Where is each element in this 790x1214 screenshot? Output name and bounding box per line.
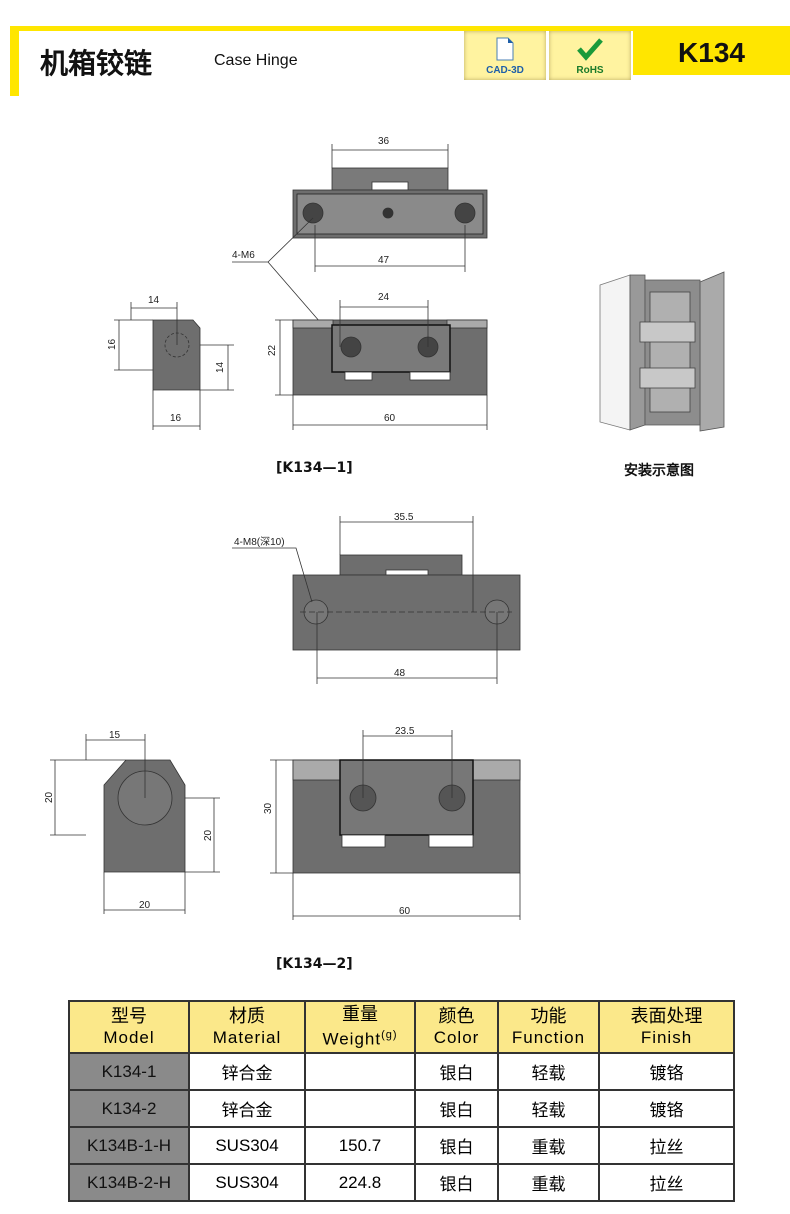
cell-function: 轻载 bbox=[497, 1089, 600, 1128]
title-en: Case Hinge bbox=[214, 52, 298, 69]
dim-label: 20 bbox=[203, 829, 214, 841]
drawing1-caption: [K134—1] bbox=[276, 460, 353, 476]
install-caption: 安装示意图 bbox=[624, 463, 694, 479]
dim-label: 14 bbox=[215, 361, 226, 373]
cell-material: 锌合金 bbox=[188, 1052, 306, 1091]
d1-top-inner bbox=[296, 193, 484, 235]
cell-weight bbox=[304, 1089, 416, 1128]
cell-color: 银白 bbox=[414, 1126, 499, 1165]
cell-material: 锌合金 bbox=[188, 1089, 306, 1128]
dim-label: 24 bbox=[378, 292, 390, 303]
rohs-badge[interactable]: RoHS bbox=[549, 31, 631, 80]
cell-model: K134-2 bbox=[68, 1089, 190, 1128]
cell-finish: 拉丝 bbox=[598, 1126, 735, 1165]
dim-label: 4-M8(深10) bbox=[234, 536, 285, 548]
cad-3d-label: CAD-3D bbox=[486, 65, 524, 76]
checkmark-icon bbox=[577, 38, 603, 61]
technical-drawings: 36 47 4-M6 24 22 60 14 16 14 16 35.5 4-M… bbox=[44, 136, 725, 920]
cell-model: K134B-2-H bbox=[68, 1163, 190, 1202]
cell-color: 银白 bbox=[414, 1089, 499, 1128]
cad-3d-badge[interactable]: CAD-3D bbox=[464, 31, 546, 80]
drawing2-caption: [K134—2] bbox=[276, 956, 353, 972]
product-code: K134 bbox=[633, 31, 790, 75]
cell-material: SUS304 bbox=[188, 1126, 306, 1165]
d2-top-body bbox=[292, 574, 521, 651]
cell-function: 重载 bbox=[497, 1126, 600, 1165]
dim-label: 23.5 bbox=[395, 726, 415, 737]
dim-label: 36 bbox=[378, 136, 390, 147]
cell-weight: 150.7 bbox=[304, 1126, 416, 1165]
cell-finish: 拉丝 bbox=[598, 1163, 735, 1202]
cell-finish: 镀铬 bbox=[598, 1089, 735, 1128]
cell-material: SUS304 bbox=[188, 1163, 306, 1202]
dim-label: 4-M6 bbox=[232, 250, 255, 261]
header-accent bbox=[10, 26, 19, 96]
dim-label: 30 bbox=[263, 802, 274, 814]
document-icon bbox=[496, 37, 514, 61]
cell-model: K134-1 bbox=[68, 1052, 190, 1091]
cell-finish: 镀铬 bbox=[598, 1052, 735, 1091]
cell-model: K134B-1-H bbox=[68, 1126, 190, 1165]
rohs-label: RoHS bbox=[576, 65, 604, 76]
cell-color: 银白 bbox=[414, 1163, 499, 1202]
dim-label: 47 bbox=[378, 255, 390, 266]
cell-function: 轻载 bbox=[497, 1052, 600, 1091]
dim-label: 14 bbox=[148, 295, 160, 306]
dim-label: 22 bbox=[267, 344, 278, 356]
dim-label: 20 bbox=[44, 791, 55, 803]
dim-label: 35.5 bbox=[394, 512, 414, 523]
d1-top-slot bbox=[371, 181, 409, 191]
dim-label: 48 bbox=[394, 668, 406, 679]
d1-side-body bbox=[152, 319, 201, 391]
header-bar bbox=[10, 26, 790, 31]
dim-label: 60 bbox=[399, 906, 411, 917]
dim-label: 16 bbox=[170, 413, 182, 424]
cell-function: 重载 bbox=[497, 1163, 600, 1202]
install-illustration bbox=[599, 271, 725, 432]
dim-label: 60 bbox=[384, 413, 396, 424]
dim-label: 20 bbox=[139, 900, 151, 911]
cell-color: 银白 bbox=[414, 1052, 499, 1091]
d1-hole bbox=[302, 202, 324, 224]
d1-hole bbox=[454, 202, 476, 224]
cell-weight: 224.8 bbox=[304, 1163, 416, 1202]
d1-center-hole bbox=[382, 207, 394, 219]
title-cn: 机箱铰链 bbox=[40, 47, 153, 80]
dim-label: 15 bbox=[109, 730, 121, 741]
dim-label: 16 bbox=[107, 338, 118, 350]
cell-weight bbox=[304, 1052, 416, 1091]
